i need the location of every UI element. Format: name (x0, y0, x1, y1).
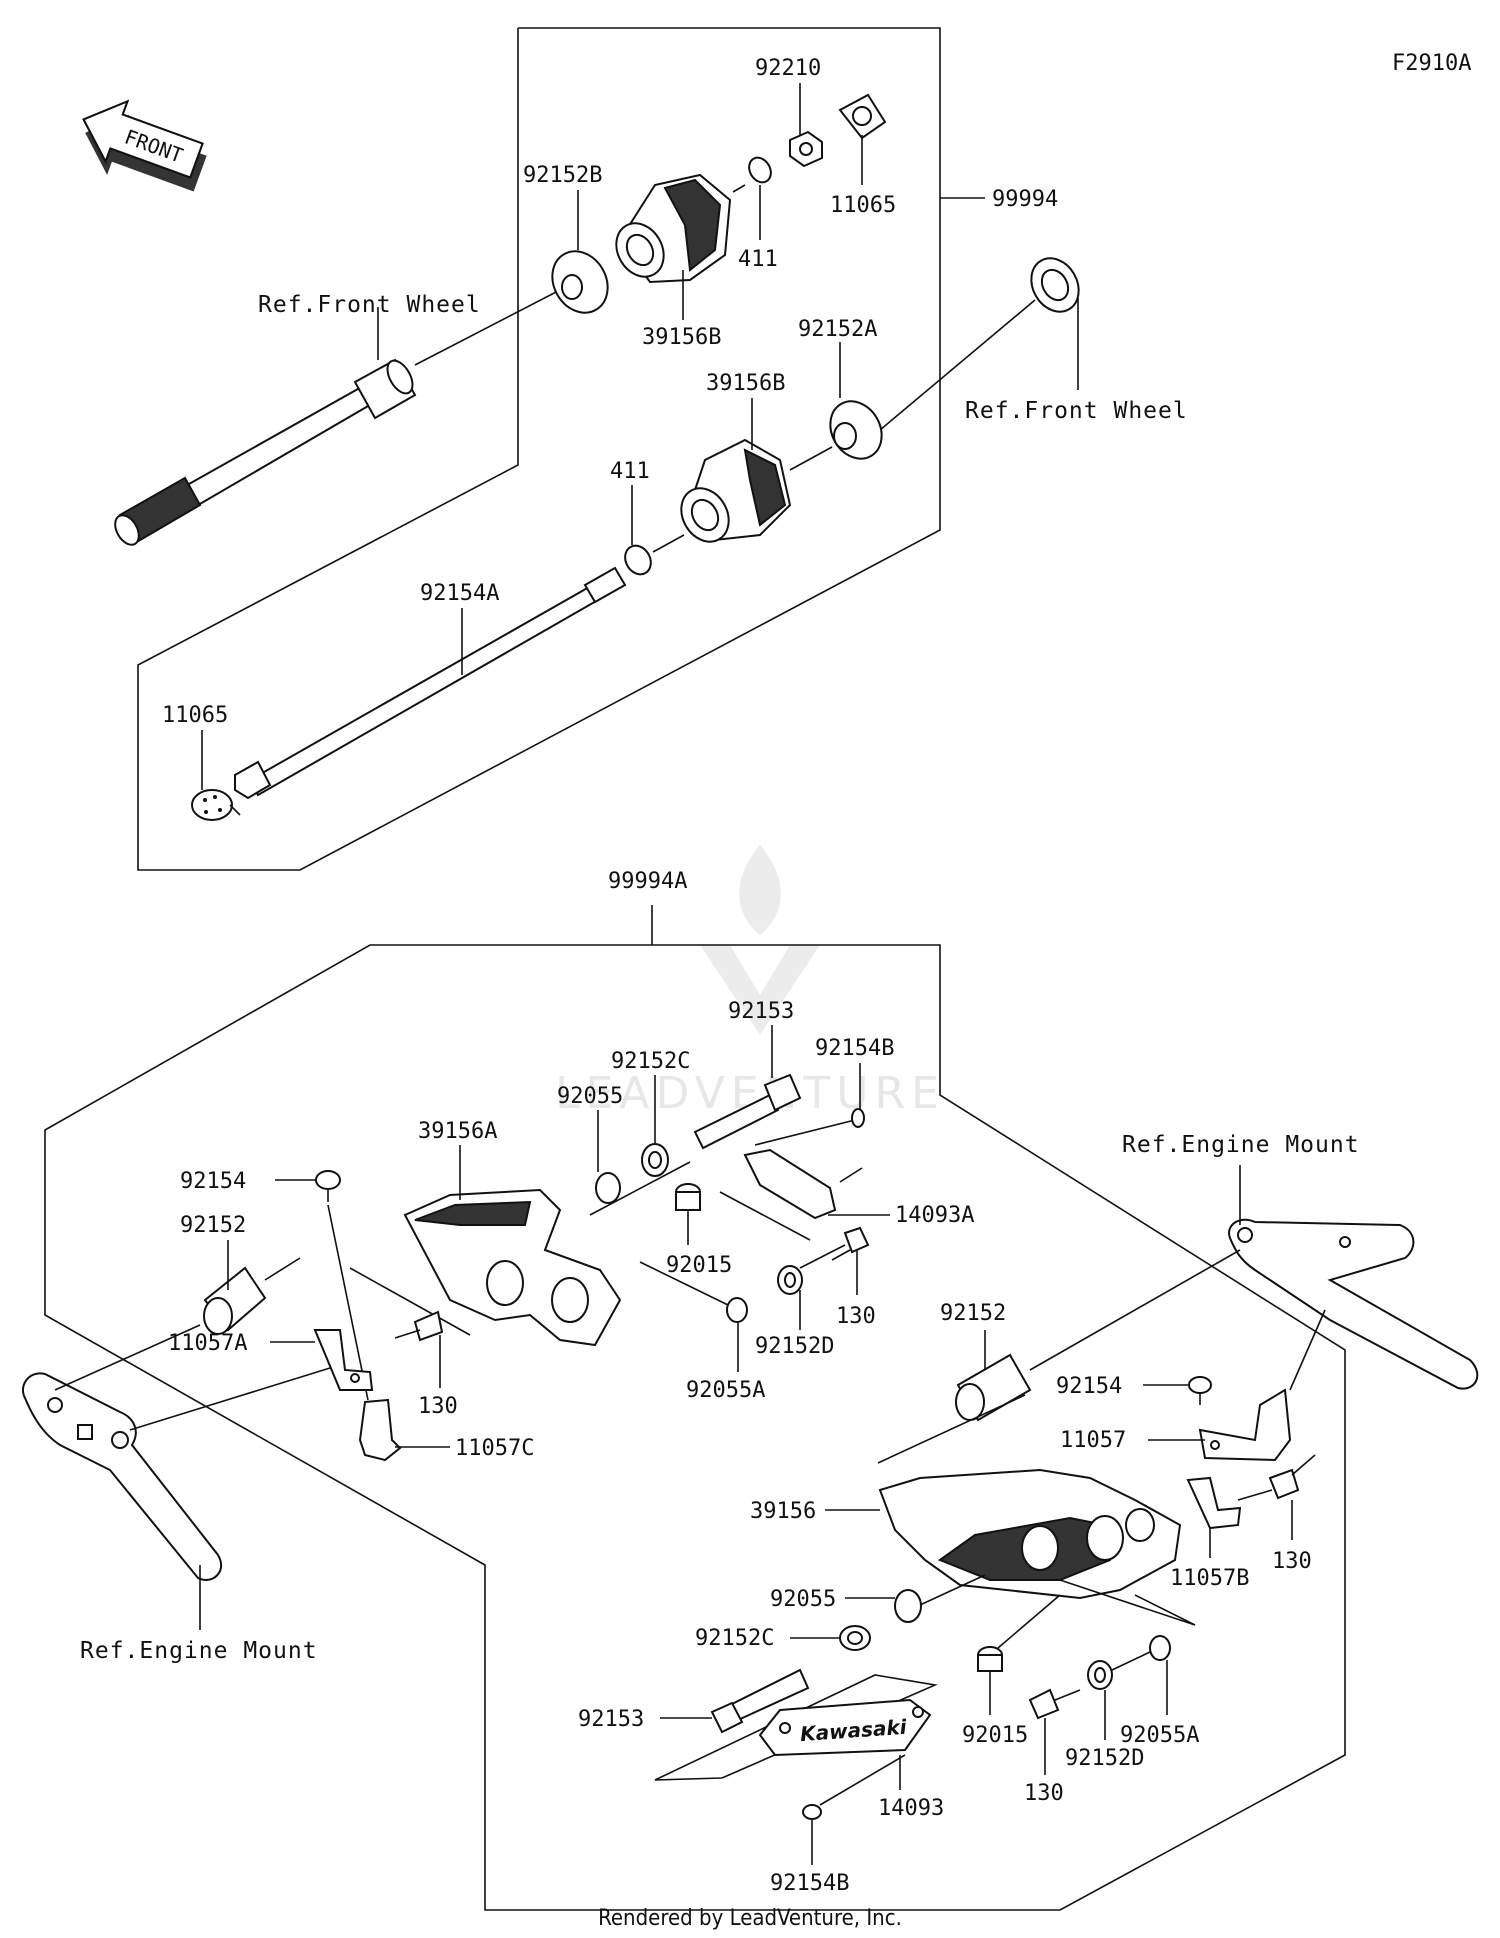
bolt-92153-right (710, 1668, 810, 1734)
label-92153-left: 92153 (728, 999, 794, 1024)
lock-11065-top (838, 93, 887, 140)
engine-mount-left (22, 1372, 223, 1581)
ring-92055a-right (1149, 1635, 1171, 1661)
label-11057: 11057 (1060, 1428, 1126, 1453)
label-11065-bottom: 11065 (162, 703, 228, 728)
collar-92152d-left (777, 1265, 803, 1295)
plate-14093: Kawasaki (654, 1674, 938, 1781)
footer-credit: Rendered by LeadVenture, Inc. (598, 1906, 902, 1931)
front-axle (114, 289, 561, 546)
label-92055a-right: 92055A (1120, 1723, 1199, 1748)
slider-39156 (878, 1468, 1182, 1600)
bracket-11057 (1198, 1388, 1292, 1462)
ref-engine-mount-right: Ref.Engine Mount (1122, 1132, 1360, 1158)
washer-411-mid (624, 544, 652, 576)
label-39156: 39156 (750, 1499, 816, 1524)
collar-92152c-left (641, 1143, 669, 1177)
collar-92152-left (203, 1266, 267, 1335)
washer-411-top (748, 156, 772, 184)
label-130-left-b: 130 (836, 1304, 876, 1329)
diagram-id: F2910A (1392, 51, 1471, 76)
bolt-130-left-b (831, 1226, 870, 1261)
spacer-ring-right (1030, 257, 1080, 313)
label-11057c: 11057C (455, 1436, 534, 1461)
screw-92154-left (315, 1170, 341, 1202)
collar-92152c-right (839, 1625, 871, 1651)
bolt-130-left-a (394, 1310, 444, 1342)
label-130-left-a: 130 (418, 1394, 458, 1419)
label-39156b-top: 39156B (642, 325, 721, 350)
ring-92055-right (894, 1589, 922, 1623)
label-92154b-left: 92154B (815, 1036, 894, 1061)
label-92153-right: 92153 (578, 1707, 644, 1732)
label-130-right-a: 130 (1272, 1549, 1312, 1574)
label-92015-left: 92015 (666, 1253, 732, 1278)
bolt-130-right-a (1268, 1454, 1316, 1500)
ring-92055-left (595, 1172, 621, 1204)
ref-engine-mount-left: Ref.Engine Mount (80, 1638, 318, 1664)
collar-92152d-right (1087, 1660, 1113, 1690)
top-kit-box: 99994 Ref.Front Wheel Ref.Front Wheel 92… (114, 27, 1188, 871)
label-92152d-right: 92152D (1065, 1746, 1144, 1771)
label-92152c-left: 92152C (611, 1049, 690, 1074)
label-92152d-left: 92152D (755, 1334, 834, 1359)
bolt-130-right-b (1028, 1688, 1081, 1720)
spacer-92015-right (977, 1646, 1003, 1672)
label-11065-top: 11065 (830, 193, 896, 218)
label-92210: 92210 (755, 56, 821, 81)
collar-92152-right (955, 1353, 1032, 1422)
label-92055a-left: 92055A (686, 1378, 765, 1403)
ref-front-wheel-right: Ref.Front Wheel (965, 398, 1188, 424)
collar-92152b (551, 250, 609, 314)
label-92154-right: 92154 (1056, 1374, 1122, 1399)
collar-92152a (829, 400, 883, 460)
label-92154-left: 92154 (180, 1169, 246, 1194)
bottom-kit-box: 99994A Ref.Engine Mount Ref.Engine Mount… (22, 869, 1479, 1911)
screw-92154-right (1188, 1376, 1212, 1405)
label-92152-right: 92152 (940, 1301, 1006, 1326)
bolt-92154a (234, 566, 627, 800)
screw-92154b-left (754, 1108, 865, 1146)
label-130-right-b: 130 (1024, 1781, 1064, 1806)
ring-92055a-left (726, 1297, 748, 1323)
label-39156a: 39156A (418, 1119, 497, 1144)
screw-92154b-right (802, 1754, 906, 1830)
bracket-11057c (358, 1398, 402, 1462)
label-92055-right: 92055 (770, 1587, 836, 1612)
label-92152b: 92152B (523, 163, 602, 188)
label-14093a: 14093A (895, 1203, 974, 1228)
label-92055-left: 92055 (557, 1084, 623, 1109)
front-arrow: FRONT (82, 99, 207, 192)
kit-label-99994: 99994 (992, 187, 1058, 212)
spacer-92015-left (675, 1183, 701, 1211)
slider-39156b-mid (680, 438, 792, 543)
plate-14093a (719, 1148, 863, 1241)
slider-39156b-top (615, 173, 732, 284)
bracket-11057a (313, 1329, 374, 1391)
nut-92210 (789, 130, 823, 168)
label-92154a: 92154A (420, 581, 499, 606)
label-11057b: 11057B (1170, 1566, 1249, 1591)
kit-label-99994a: 99994A (608, 869, 687, 894)
label-92015-right: 92015 (962, 1723, 1028, 1748)
label-39156b-mid: 39156B (706, 371, 785, 396)
bolt-92153-left (693, 1073, 802, 1150)
ref-front-wheel-left: Ref.Front Wheel (258, 292, 481, 318)
label-14093: 14093 (878, 1796, 944, 1821)
label-92152-left: 92152 (180, 1213, 246, 1238)
label-11057a: 11057A (168, 1331, 247, 1356)
label-411-mid: 411 (610, 459, 650, 484)
label-92152a: 92152A (798, 317, 877, 342)
label-92152c-right: 92152C (695, 1626, 774, 1651)
slider-39156a (403, 1188, 622, 1347)
label-92154b-right: 92154B (770, 1871, 849, 1896)
lock-11065-bottom (191, 789, 241, 821)
bracket-11057b (1186, 1476, 1242, 1530)
label-411-top: 411 (738, 247, 778, 272)
engine-mount-right (1228, 1218, 1479, 1390)
